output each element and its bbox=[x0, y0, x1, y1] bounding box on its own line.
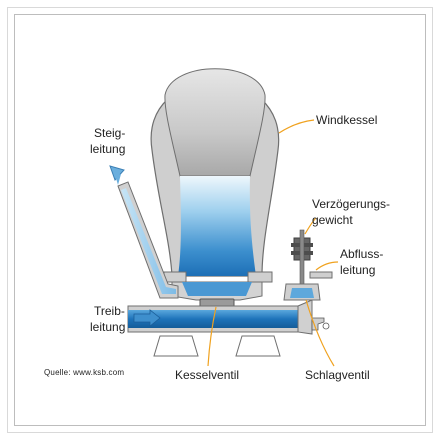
leader-windkessel bbox=[278, 119, 315, 134]
leader-schlagventil bbox=[305, 299, 335, 367]
leader-verzoegerungsgewicht bbox=[304, 217, 317, 235]
label-steigleitung-line2: leitung bbox=[90, 142, 126, 156]
label-schlagventil: Schlagventil bbox=[305, 368, 370, 382]
source-credit: Quelle: www.ksb.com bbox=[44, 368, 125, 377]
label-windkessel: Windkessel bbox=[316, 113, 378, 127]
inflow-arrow bbox=[133, 309, 161, 327]
label-abflussleitung-line2: leitung bbox=[340, 263, 376, 277]
frame-outer bbox=[7, 7, 433, 433]
drain-spout bbox=[322, 322, 330, 330]
air-chamber bbox=[164, 68, 266, 177]
riser-pipe-water bbox=[121, 188, 176, 294]
drive-pipe-water bbox=[128, 310, 298, 328]
label-treibleitung-line1: Treib- bbox=[94, 304, 125, 318]
leader-abflussleitung bbox=[315, 261, 339, 271]
pipe-elbow bbox=[297, 299, 313, 335]
frame-inner bbox=[14, 14, 426, 426]
valve-stem bbox=[299, 229, 305, 289]
leader-kesselventil bbox=[207, 306, 217, 367]
valve-chamber-water bbox=[182, 282, 252, 296]
label-verzoegerungsgewicht-line1: Verzögerungs- bbox=[312, 197, 391, 211]
left-flange bbox=[163, 271, 187, 283]
label-treibleitung-line2: leitung bbox=[90, 320, 126, 334]
valve-body-water bbox=[290, 288, 314, 298]
label-kesselventil: Kesselventil bbox=[175, 368, 240, 382]
label-verzoegerungsgewicht-line2: gewicht bbox=[312, 213, 353, 227]
label-abflussleitung-line1: Abfluss- bbox=[340, 247, 384, 261]
right-foot bbox=[235, 335, 281, 357]
riser-arrow-shaft bbox=[115, 174, 121, 185]
left-foot bbox=[153, 335, 199, 357]
outflow-line bbox=[309, 271, 333, 279]
vessel-water bbox=[178, 176, 256, 276]
right-flange bbox=[247, 271, 273, 283]
label-steigleitung-line1: Steig- bbox=[94, 126, 126, 140]
